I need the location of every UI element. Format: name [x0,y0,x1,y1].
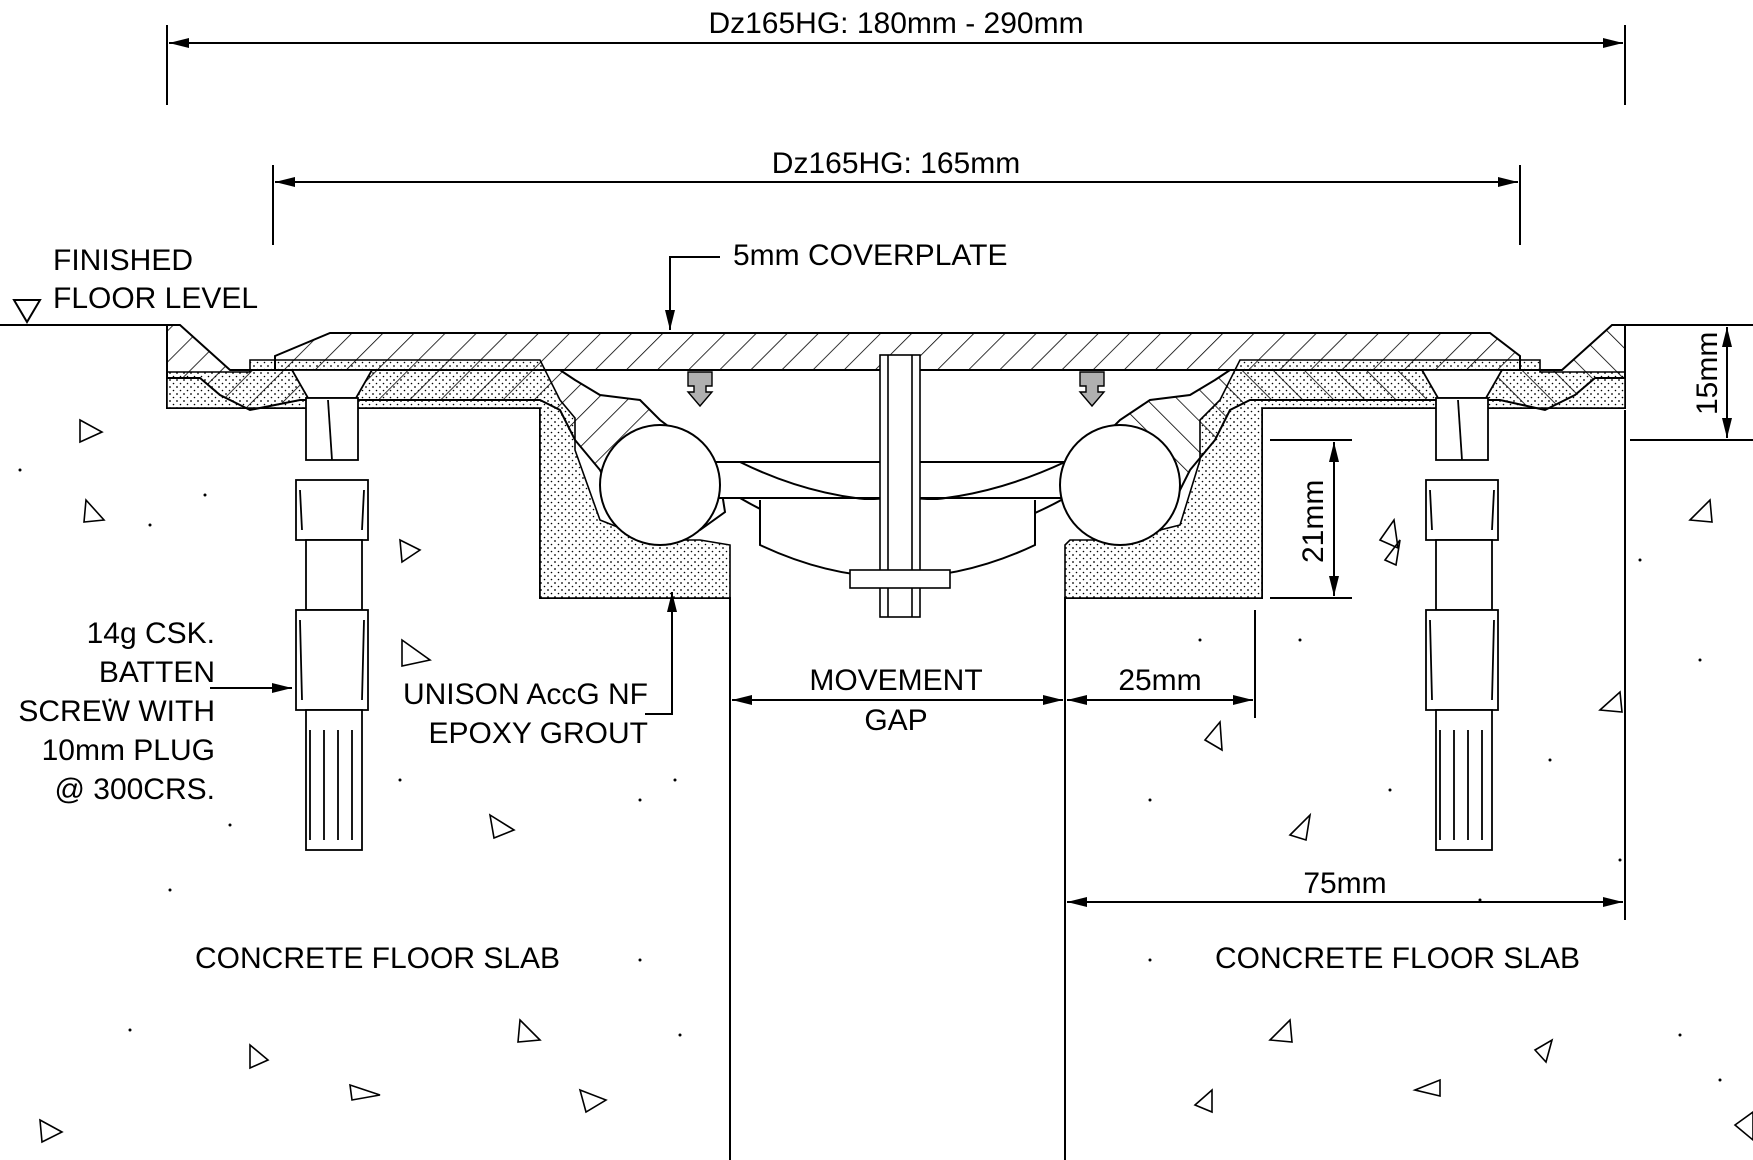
movement-gap-label-2: GAP [864,704,927,737]
screw-label-4: 10mm PLUG [42,734,215,767]
screw-plug-right [1420,369,1504,851]
grout-label-1: UNISON AccG NF [403,678,648,711]
dimension-21mm [1270,439,1352,599]
dimension-75mm [1067,410,1626,920]
dimension-25mm [1067,610,1256,718]
centre-stud [849,354,951,618]
dimension-plate [272,165,1521,245]
dimension-15mm-label: 15mm [1691,332,1724,415]
coverplate [274,332,1521,371]
dimension-21mm-label: 21mm [1297,480,1330,563]
screw-label-2: BATTEN [99,656,215,689]
dimension-25mm-label: 25mm [1118,664,1201,697]
slab-left-label: CONCRETE FLOOR SLAB [195,942,560,975]
dimension-overall-label: Dz165HG: 180mm - 290mm [708,7,1083,40]
finished-floor-label-1: FINISHED [53,244,193,277]
coverplate-leader [665,256,720,330]
coverplate-label: 5mm COVERPLATE [733,239,1008,272]
left-ball-seal [599,424,721,546]
movement-gap-label-1: MOVEMENT [809,664,982,697]
screw-label-1: 14g CSK. [87,617,215,650]
dimension-15mm [1630,324,1753,441]
screw-label-3: SCREW WITH [18,695,215,728]
finished-floor-label-2: FLOOR LEVEL [53,282,258,315]
right-ball-seal [1059,424,1181,546]
dimension-plate-label: Dz165HG: 165mm [772,147,1020,180]
dimension-75mm-label: 75mm [1303,867,1386,900]
concrete-dots [18,468,1722,1082]
grout-leader [645,592,677,715]
grout-label-2: EPOXY GROUT [429,717,649,750]
finished-floor-level-marker [0,299,1753,326]
screw-plug-left [290,369,374,851]
slab-right-label: CONCRETE FLOOR SLAB [1215,942,1580,975]
seal-plugs [686,371,1106,408]
dimension-overall [166,25,1626,105]
concrete-aggregate [39,418,1753,1144]
screw-label-5: @ 300CRS. [54,773,215,806]
